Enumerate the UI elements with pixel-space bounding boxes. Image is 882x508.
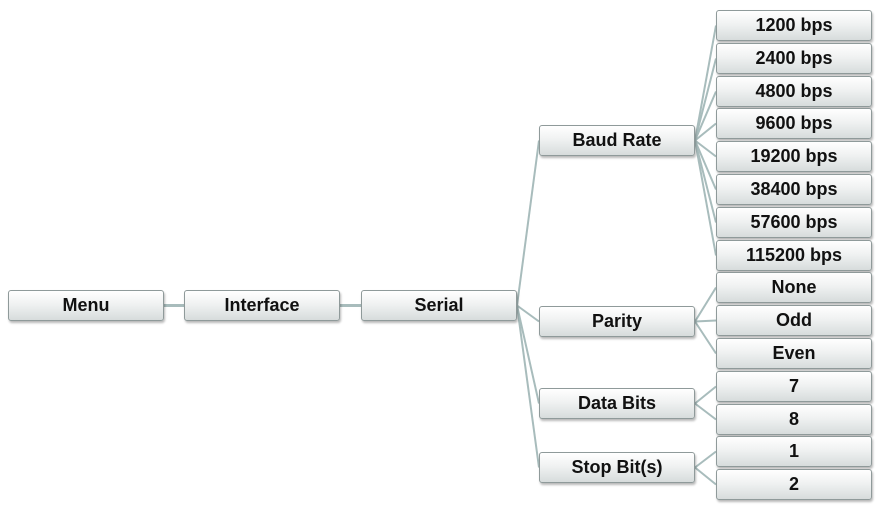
- option-parity[interactable]: None: [716, 272, 872, 303]
- category-stop-bit-s[interactable]: Stop Bit(s): [539, 452, 695, 483]
- connector-line: [694, 122, 717, 142]
- connector-line: [694, 25, 717, 141]
- serial-node[interactable]: Serial: [361, 290, 517, 321]
- interface-node[interactable]: Interface: [184, 290, 340, 321]
- option-baud-rate[interactable]: 57600 bps: [716, 207, 872, 238]
- connector-line: [694, 140, 717, 190]
- connector-line: [516, 304, 540, 323]
- option-data-bits[interactable]: 8: [716, 404, 872, 435]
- connector-line: [694, 139, 717, 158]
- connector-line: [516, 305, 540, 404]
- category-parity[interactable]: Parity: [539, 306, 695, 337]
- option-stop-bit-s[interactable]: 1: [716, 436, 872, 467]
- connector-line: [694, 320, 717, 355]
- connector-line: [516, 305, 540, 468]
- option-baud-rate[interactable]: 2400 bps: [716, 43, 872, 74]
- menu-node[interactable]: Menu: [8, 290, 164, 321]
- option-stop-bit-s[interactable]: 2: [716, 469, 872, 500]
- option-baud-rate[interactable]: 4800 bps: [716, 76, 872, 107]
- option-baud-rate[interactable]: 9600 bps: [716, 108, 872, 139]
- connector-line: [694, 402, 717, 421]
- connector-line: [694, 466, 717, 486]
- connector-line: [694, 319, 717, 323]
- option-parity[interactable]: Odd: [716, 305, 872, 336]
- category-data-bits[interactable]: Data Bits: [539, 388, 695, 419]
- option-parity[interactable]: Even: [716, 338, 872, 369]
- connector-line: [694, 286, 717, 323]
- connector-line: [694, 140, 717, 256]
- option-baud-rate[interactable]: 38400 bps: [716, 174, 872, 205]
- connector-line: [694, 450, 717, 469]
- connector-line: [694, 58, 717, 141]
- option-baud-rate[interactable]: 115200 bps: [716, 240, 872, 271]
- connector-line: [694, 385, 717, 405]
- option-data-bits[interactable]: 7: [716, 371, 872, 402]
- connector-line: [516, 140, 540, 306]
- connector-line: [694, 91, 717, 141]
- category-baud-rate[interactable]: Baud Rate: [539, 125, 695, 156]
- option-baud-rate[interactable]: 1200 bps: [716, 10, 872, 41]
- option-baud-rate[interactable]: 19200 bps: [716, 141, 872, 172]
